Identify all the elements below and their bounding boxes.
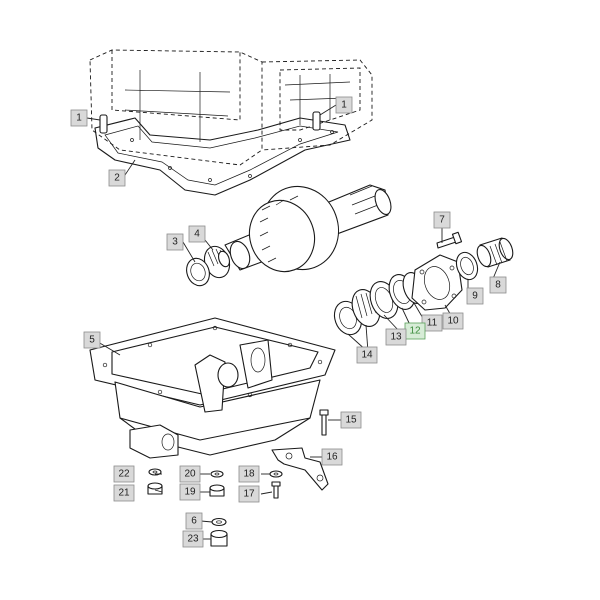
callout-11: 11 [421, 314, 443, 332]
svg-text:11: 11 [427, 318, 438, 329]
svg-text:21: 21 [118, 488, 130, 499]
svg-text:7: 7 [439, 215, 445, 226]
svg-text:6: 6 [191, 516, 197, 527]
callout-10: 10 [442, 312, 464, 330]
gear-shaft [224, 184, 392, 273]
callout-3: 3 [166, 233, 184, 251]
callout-17: 17 [238, 485, 260, 503]
gasket [94, 117, 351, 196]
oil-pan [89, 317, 336, 459]
callout-18: 18 [238, 465, 260, 483]
svg-text:1: 1 [341, 100, 347, 111]
callout-1-right: 1 [335, 96, 353, 114]
callout-5: 5 [83, 331, 101, 349]
svg-text:12: 12 [409, 326, 421, 337]
plug-23 [210, 529, 228, 547]
callout-1-left: 1 [70, 109, 88, 127]
svg-text:18: 18 [243, 469, 255, 480]
washer-6 [211, 517, 227, 527]
dowel-pin-right [312, 111, 321, 131]
washer-18 [269, 470, 283, 478]
callout-13: 13 [385, 328, 407, 346]
svg-text:8: 8 [495, 280, 501, 291]
callout-23: 23 [182, 530, 204, 548]
svg-text:20: 20 [184, 469, 196, 480]
bolt-15 [319, 409, 329, 436]
bolt-17 [271, 481, 281, 499]
bracket [271, 447, 329, 491]
transmission-housing [89, 49, 373, 166]
seal-ring [455, 251, 479, 281]
callout-12: 12 [404, 322, 426, 340]
bolt-7 [436, 231, 463, 249]
callout-19: 19 [179, 483, 201, 501]
svg-text:17: 17 [243, 489, 255, 500]
callout-22: 22 [113, 465, 135, 483]
nut-21 [147, 482, 163, 495]
flange-cover [411, 254, 463, 311]
svg-text:13: 13 [390, 332, 402, 343]
svg-text:15: 15 [345, 415, 357, 426]
callout-7: 7 [433, 211, 451, 229]
callout-16: 16 [321, 448, 343, 466]
svg-text:16: 16 [326, 452, 338, 463]
dowel-pin-left [99, 114, 108, 134]
svg-text:23: 23 [187, 534, 199, 545]
svg-text:4: 4 [194, 229, 200, 240]
nut-19 [209, 484, 225, 497]
callout-6: 6 [185, 512, 203, 530]
callout-8: 8 [489, 276, 507, 294]
svg-text:1: 1 [76, 113, 82, 124]
svg-text:9: 9 [472, 291, 478, 302]
callout-2: 2 [108, 169, 126, 187]
svg-text:2: 2 [114, 173, 120, 184]
callout-15: 15 [340, 411, 362, 429]
svg-text:14: 14 [361, 350, 373, 361]
svg-text:19: 19 [184, 487, 196, 498]
washer-20 [210, 470, 224, 478]
callout-21: 21 [113, 484, 135, 502]
callout-14: 14 [356, 346, 378, 364]
svg-text:5: 5 [89, 335, 95, 346]
svg-text:3: 3 [172, 237, 178, 248]
svg-text:22: 22 [118, 469, 130, 480]
washer-22 [148, 468, 162, 476]
sleeve [476, 237, 514, 268]
callout-9: 9 [466, 287, 484, 305]
callout-4: 4 [188, 225, 206, 243]
svg-text:10: 10 [447, 316, 459, 327]
callout-20: 20 [179, 465, 201, 483]
